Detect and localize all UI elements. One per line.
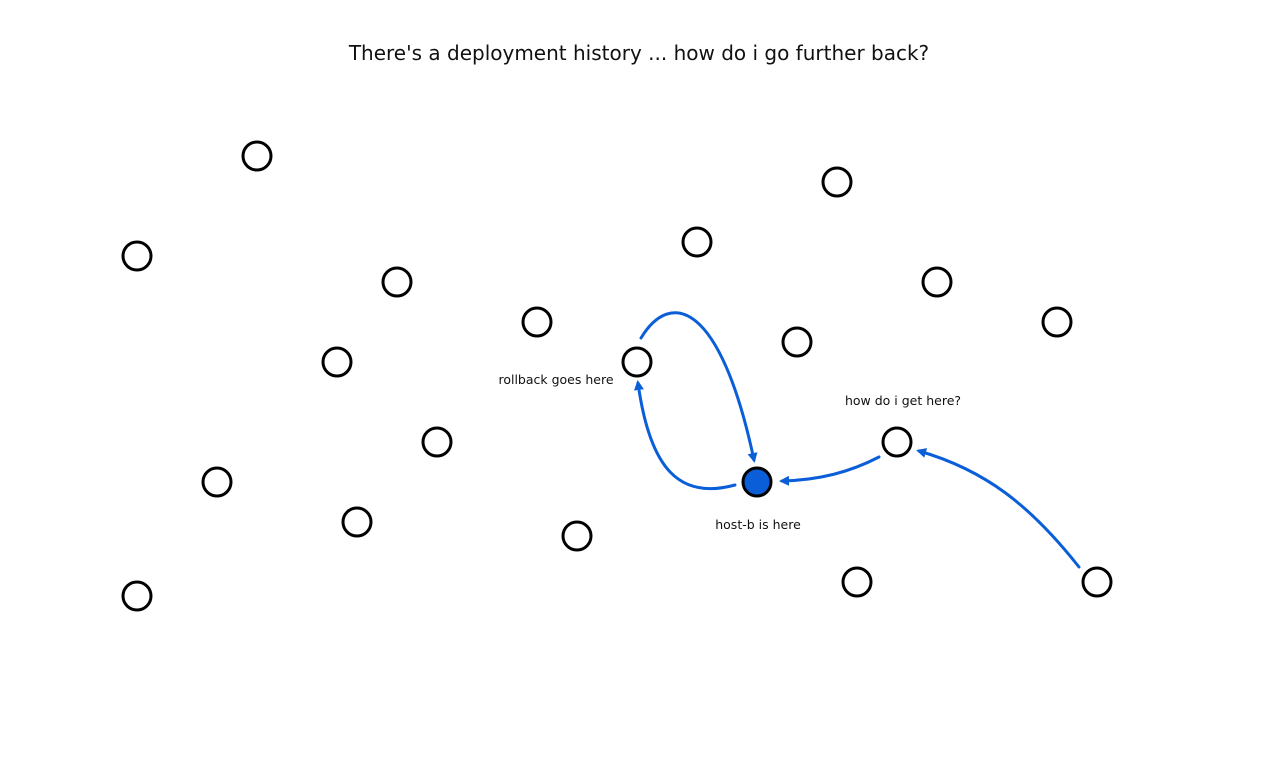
rollback-annotation: rollback goes here: [498, 372, 613, 387]
node-target: [881, 426, 913, 458]
node-n9: [121, 580, 153, 612]
edges-layer: [634, 311, 1081, 569]
diagram-title: There's a deployment history ... how do …: [348, 41, 929, 65]
node-rollback: [621, 346, 653, 378]
nodes-layer: [121, 140, 1113, 612]
node-current: [741, 466, 773, 498]
edge-rollback-to-current: [639, 311, 758, 463]
node-n11: [681, 226, 713, 258]
current-annotation: host-b is here: [715, 517, 801, 532]
node-n3: [381, 266, 413, 298]
node-origin: [1081, 566, 1113, 598]
node-n16: [1041, 306, 1073, 338]
node-n7: [201, 466, 233, 498]
node-n8: [341, 506, 373, 538]
node-n4: [521, 306, 553, 338]
edge-current-to-rollback: [634, 380, 737, 491]
node-n14: [781, 326, 813, 358]
node-n1: [241, 140, 273, 172]
node-n6: [421, 426, 453, 458]
node-n17: [841, 566, 873, 598]
node-n15: [921, 266, 953, 298]
target-annotation: how do i get here?: [845, 393, 961, 408]
node-n12: [821, 166, 853, 198]
node-n10: [561, 520, 593, 552]
edge-target-to-current: [779, 455, 881, 486]
node-n2: [121, 240, 153, 272]
edge-origin-to-target: [916, 448, 1081, 569]
node-n5: [321, 346, 353, 378]
